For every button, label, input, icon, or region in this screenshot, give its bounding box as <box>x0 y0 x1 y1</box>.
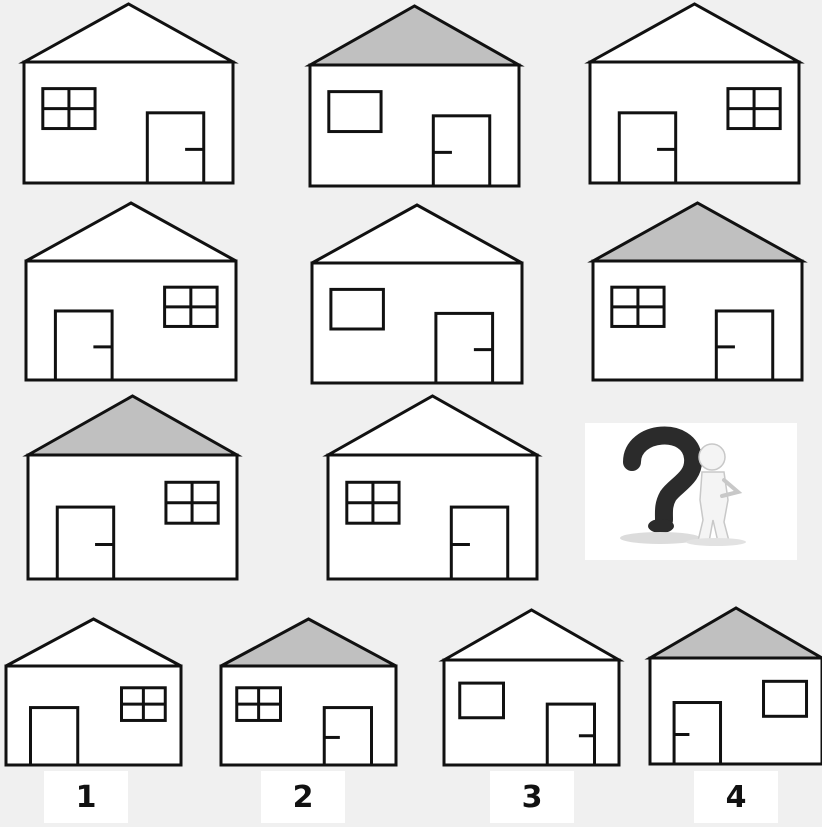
grid-house-7 <box>28 396 237 579</box>
plain-window <box>460 683 504 718</box>
grid-window <box>122 688 166 721</box>
grid-window <box>166 482 218 523</box>
option-3-label[interactable]: 3 <box>490 771 574 823</box>
grid-house-6 <box>593 203 802 380</box>
grid-house-2 <box>310 6 519 186</box>
grid-house-8 <box>328 396 537 579</box>
roof <box>650 608 822 658</box>
grid-window <box>612 287 664 326</box>
grid-window <box>728 89 780 129</box>
grid-window <box>43 89 95 129</box>
option-house-2 <box>221 619 396 765</box>
grid-window <box>165 287 218 326</box>
roof <box>28 396 237 455</box>
option-1-label[interactable]: 1 <box>44 771 128 823</box>
plain-window <box>764 681 807 716</box>
roof <box>328 396 537 455</box>
option-2-label[interactable]: 2 <box>261 771 345 823</box>
plain-window <box>329 92 381 132</box>
option-4-label[interactable]: 4 <box>694 771 778 823</box>
grid-house-5 <box>312 205 522 383</box>
roof <box>221 619 396 666</box>
option-house-4 <box>650 608 822 764</box>
roof <box>312 205 522 263</box>
roof <box>6 619 181 666</box>
grid-window <box>347 482 399 523</box>
grid-house-4 <box>26 203 236 380</box>
roof <box>24 4 233 62</box>
roof <box>310 6 519 65</box>
answer-options <box>6 608 822 765</box>
option-house-1 <box>6 619 181 765</box>
roof <box>590 4 799 62</box>
option-house-3 <box>444 610 619 765</box>
grid-house-1 <box>24 4 233 183</box>
door <box>31 708 78 765</box>
roof <box>593 203 802 261</box>
grid-house-3 <box>590 4 799 183</box>
grid-window <box>237 688 281 721</box>
plain-window <box>331 289 384 329</box>
missing-cell <box>585 423 797 560</box>
roof <box>26 203 236 261</box>
roof <box>444 610 619 660</box>
